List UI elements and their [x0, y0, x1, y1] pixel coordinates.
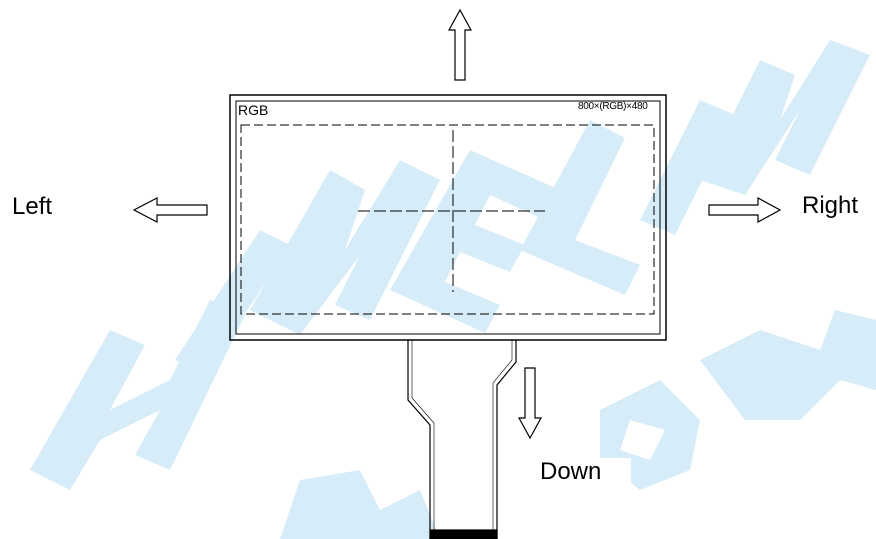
direction-left-label: Left: [8, 193, 57, 221]
arrow-left-icon: [132, 197, 208, 223]
fpc-cable: [407, 340, 517, 539]
arrow-right-icon: [708, 196, 782, 224]
direction-down-label: Down: [520, 458, 632, 514]
arrow-down-icon: [517, 367, 543, 440]
lcd-resolution-label: 800×(RGB)×480: [578, 101, 648, 112]
direction-right-label: Right: [782, 192, 863, 268]
arrow-up-icon: [447, 8, 473, 81]
lcd-corner-label: RGB: [238, 102, 269, 118]
lcd-panel: [229, 94, 667, 341]
